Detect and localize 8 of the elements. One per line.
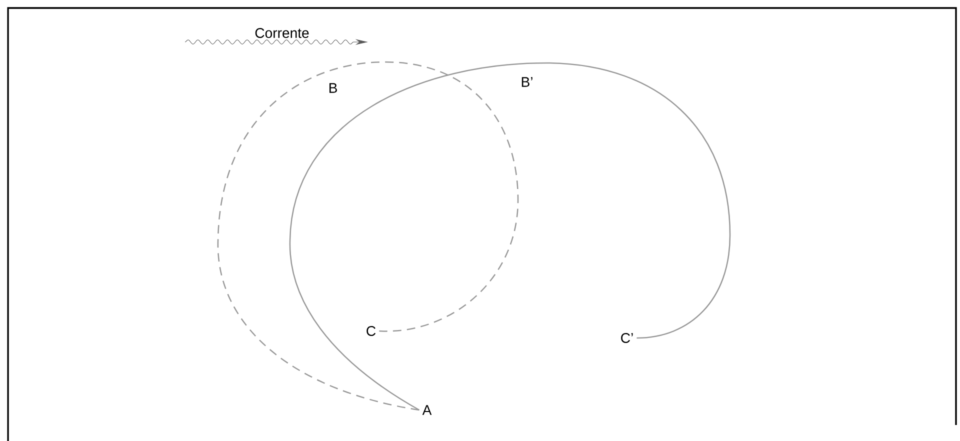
- text-label: B’: [522, 77, 532, 87]
- point-label: A: [422, 405, 432, 415]
- curve: [289, 62, 731, 411]
- text-label: Corrente: [255, 28, 309, 38]
- point-label: C: [366, 326, 376, 336]
- point-label: C’: [621, 333, 633, 343]
- text-label: B: [329, 83, 337, 93]
- curve: [217, 61, 519, 411]
